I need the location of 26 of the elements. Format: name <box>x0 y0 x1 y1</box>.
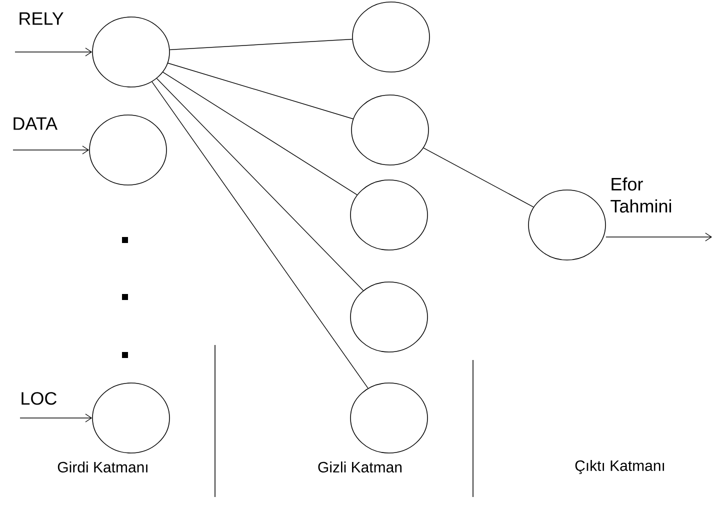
connector <box>606 232 712 242</box>
connector <box>14 48 92 56</box>
input-label: DATA <box>14 117 58 130</box>
layer-label: Gizli Katman <box>318 462 402 472</box>
connector <box>20 414 92 422</box>
connector <box>168 62 354 120</box>
neuron-circle <box>92 382 170 454</box>
input-label: RELY <box>20 12 64 25</box>
layer-label: Çıktı Katmanı <box>575 460 664 474</box>
neuron-circle <box>89 114 167 186</box>
neuron-circle <box>528 190 606 260</box>
input-label: LOC <box>22 392 57 405</box>
neuron-circle <box>351 94 429 166</box>
neuron-circle <box>92 16 170 88</box>
connector <box>423 148 534 208</box>
neuron-circle <box>350 382 428 454</box>
connector <box>152 81 368 389</box>
neuron-circle <box>350 180 428 250</box>
input-label: Efor Tahmini <box>610 177 672 213</box>
connector <box>156 78 364 291</box>
neuron-circle <box>352 2 430 72</box>
layer-label: Girdi Katmanı <box>58 462 148 472</box>
connector <box>169 38 353 50</box>
connector <box>162 72 358 196</box>
connector <box>12 146 90 154</box>
neuron-circle <box>350 282 428 352</box>
